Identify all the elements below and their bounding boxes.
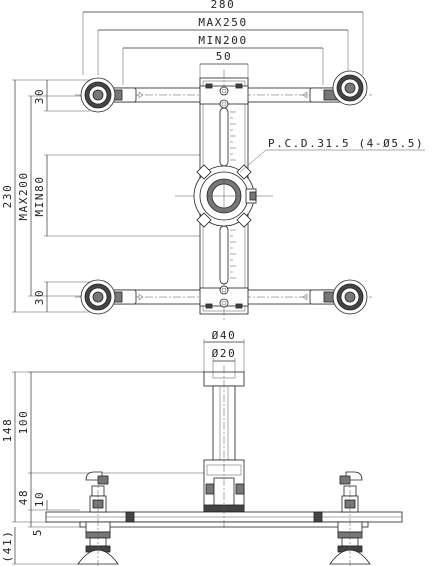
dim-max200: MAX200 <box>17 171 30 220</box>
dim-min200: MIN200 <box>198 34 247 47</box>
dim-280: 280 <box>211 0 236 11</box>
dim-max250: MAX250 <box>198 16 247 29</box>
corner-pad-tr <box>332 70 368 106</box>
dim-48: 48 <box>17 489 30 505</box>
left-suction-cup <box>77 476 119 566</box>
side-view <box>45 366 403 566</box>
dim-d20: Ø20 <box>212 347 237 360</box>
corner-pad-tl <box>80 77 116 113</box>
top-view: P.C.D.31.5 (4-Ø5.5) <box>75 70 425 322</box>
right-suction-cup <box>329 476 371 566</box>
right-fitting <box>339 471 363 513</box>
left-fitting <box>85 471 109 513</box>
dim-30-top: 30 <box>33 88 46 104</box>
dim-5: 5 <box>31 528 44 536</box>
corner-pad-br <box>332 279 368 315</box>
upper-slot <box>219 107 229 167</box>
center-hub <box>175 164 273 228</box>
corner-pad-bl <box>80 279 116 315</box>
left-dimensions: 230 MAX200 MIN80 30 30 <box>1 79 200 313</box>
dim-148: 148 <box>1 418 14 443</box>
dim-min80: MIN80 <box>33 175 46 216</box>
dim-230: 230 <box>1 184 14 209</box>
dim-10: 10 <box>33 491 46 507</box>
dim-100: 100 <box>17 410 30 435</box>
dim-d40: Ø40 <box>212 329 237 342</box>
lower-slot <box>219 225 229 285</box>
pcd-callout: P.C.D.31.5 (4-Ø5.5) <box>268 137 424 150</box>
dim-30-bottom: 30 <box>33 289 46 305</box>
dim-50: 50 <box>216 50 232 63</box>
top-dimensions: 280 MAX250 MIN200 50 <box>82 0 364 85</box>
dim-41: (41) <box>1 530 14 563</box>
side-dimensions: Ø40 Ø20 148 100 48 10 5 (41) <box>1 329 245 565</box>
